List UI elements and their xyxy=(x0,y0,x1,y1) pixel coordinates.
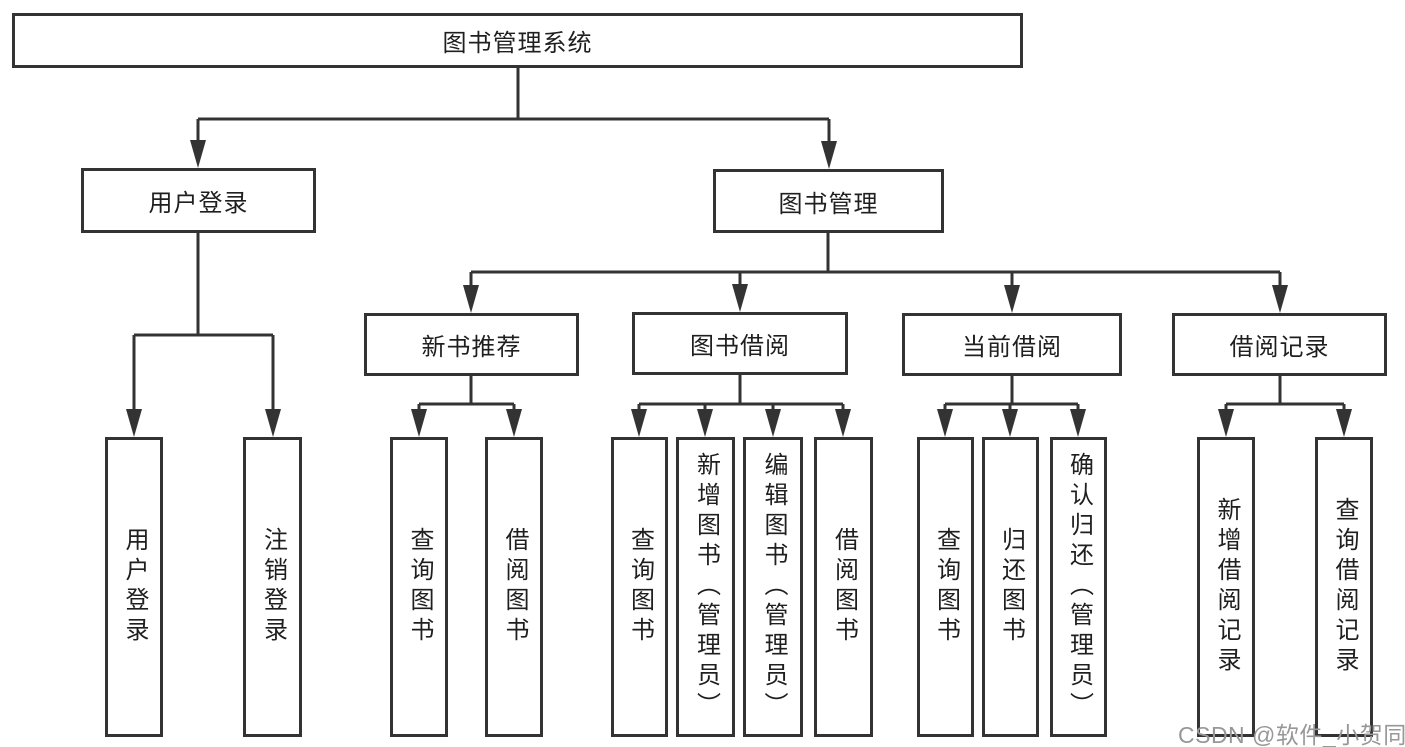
node-leaf-confirm-return-admin: 确认归还（管理员） xyxy=(1050,437,1107,737)
node-leaf-edit-book-admin: 编辑图书（管理员） xyxy=(743,437,803,737)
node-leaf-borrow-books-recommend: 借阅图书 xyxy=(485,437,543,737)
node-leaf-query-books-recommend: 查询图书 xyxy=(390,437,448,737)
node-leaf-query-books-current: 查询图书 xyxy=(917,437,974,737)
node-book-management-group: 图书管理 xyxy=(713,169,944,233)
node-borrow-records: 借阅记录 xyxy=(1172,313,1387,376)
node-root-system: 图书管理系统 xyxy=(12,13,1023,68)
node-leaf-logout: 注销登录 xyxy=(243,437,302,737)
csdn-watermark: CSDN @软件_小贺同学 xyxy=(1178,722,1405,747)
node-leaf-add-book-admin: 新增图书（管理员） xyxy=(676,437,735,737)
node-leaf-return-books: 归还图书 xyxy=(982,437,1039,737)
node-leaf-query-borrow-record: 查询借阅记录 xyxy=(1315,437,1373,737)
node-leaf-query-books-borrowing: 查询图书 xyxy=(611,437,668,737)
node-leaf-user-login: 用户登录 xyxy=(105,437,163,737)
node-user-login-group: 用户登录 xyxy=(81,168,316,233)
node-current-borrowing: 当前借阅 xyxy=(902,313,1122,376)
node-new-book-recommend: 新书推荐 xyxy=(364,313,579,376)
node-leaf-borrow-books: 借阅图书 xyxy=(814,437,873,737)
node-leaf-add-borrow-record: 新增借阅记录 xyxy=(1197,437,1255,737)
node-book-borrowing: 图书借阅 xyxy=(632,312,848,375)
